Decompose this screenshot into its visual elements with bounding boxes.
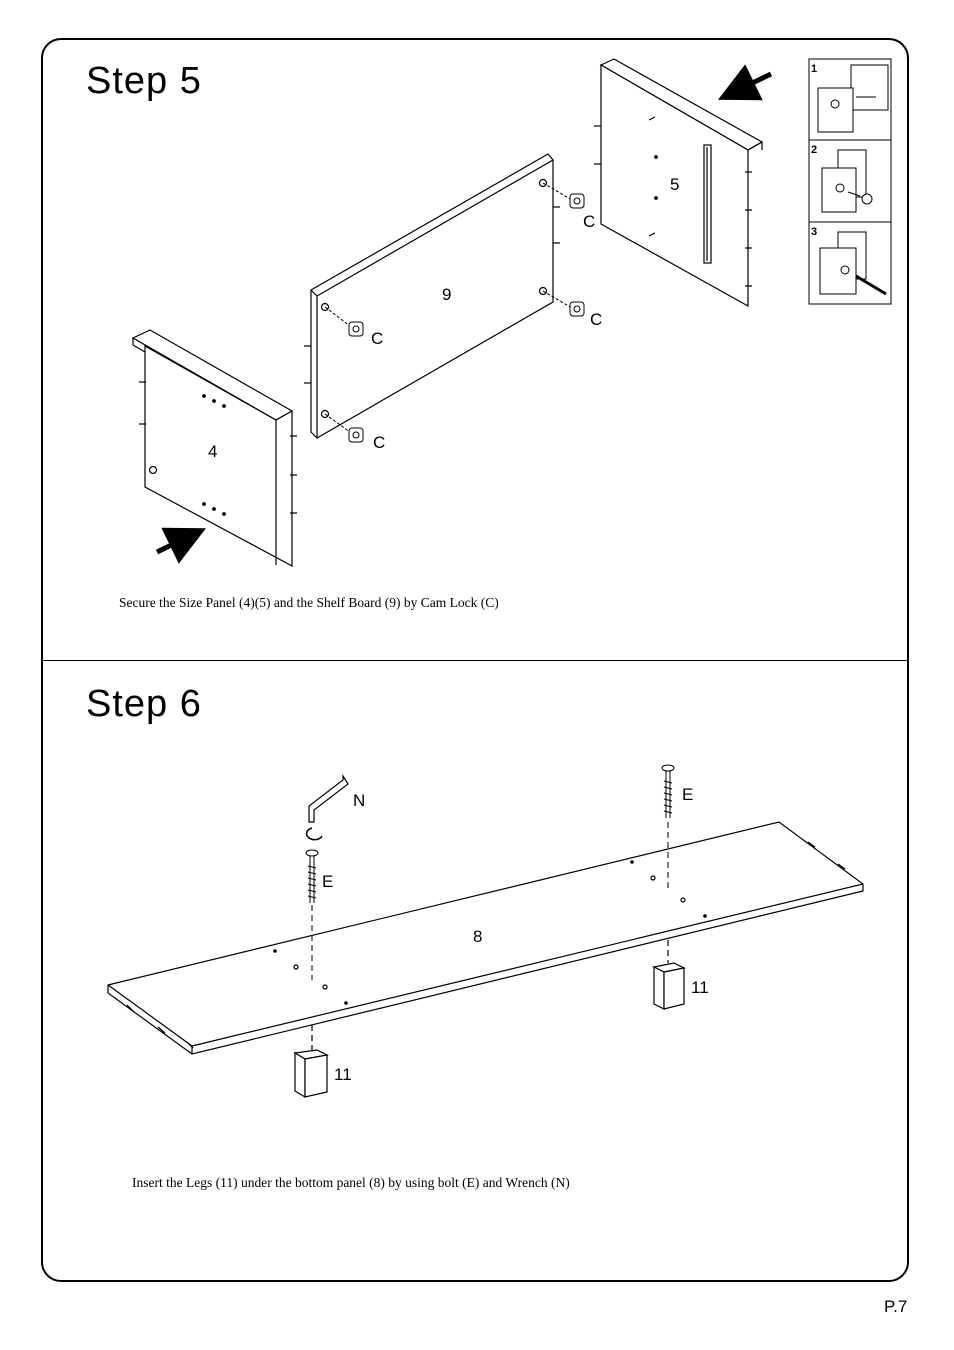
step6-caption: Insert the Legs (11) under the bottom pa…	[132, 1175, 570, 1190]
label-bolt-e-2: E	[682, 785, 693, 804]
label-leg-11-left: 11	[334, 1065, 352, 1084]
label-cam-lock-c-2: C	[590, 310, 602, 329]
side-panel-left	[131, 329, 297, 568]
inset-step-1-number: 1	[811, 63, 817, 75]
cam-lock-steps-inset	[808, 58, 892, 305]
washer-icon	[305, 827, 323, 841]
wrench-icon	[308, 773, 349, 823]
side-panel-right	[594, 58, 764, 308]
cam-lock-icon	[542, 290, 585, 317]
label-side-panel-4: 4	[208, 442, 217, 461]
label-shelf-board-9: 9	[442, 285, 451, 304]
arrow-push-right-icon	[155, 527, 207, 564]
step5-caption: Secure the Size Panel (4)(5) and the She…	[119, 595, 499, 610]
arrow-push-left-icon	[718, 64, 773, 101]
shelf-board-9	[304, 153, 560, 439]
bolt-icon	[305, 849, 319, 980]
label-cam-lock-c-4: C	[373, 433, 385, 452]
label-bottom-panel-8: 8	[473, 927, 482, 946]
leg-11-left	[293, 1025, 329, 1099]
label-cam-lock-c-3: C	[371, 329, 383, 348]
cam-lock-icon	[542, 182, 585, 209]
label-side-panel-5: 5	[670, 175, 679, 194]
cam-lock-icon	[324, 413, 364, 443]
page-number: P.7	[884, 1297, 908, 1316]
cam-lock-icon	[324, 306, 364, 337]
label-cam-lock-c-1: C	[583, 212, 595, 231]
inset-step-2-number: 2	[811, 144, 817, 156]
inset-step-3-number: 3	[811, 226, 817, 238]
bottom-panel-8	[107, 821, 864, 1055]
step5-title: Step 5	[86, 60, 202, 102]
bolt-icon	[661, 764, 675, 892]
label-bolt-e-1: E	[322, 872, 333, 891]
step6-title: Step 6	[86, 683, 202, 725]
leg-11-right	[652, 940, 686, 1010]
step-divider	[42, 660, 909, 661]
label-wrench-n: N	[353, 791, 365, 810]
label-leg-11-right: 11	[691, 978, 709, 997]
